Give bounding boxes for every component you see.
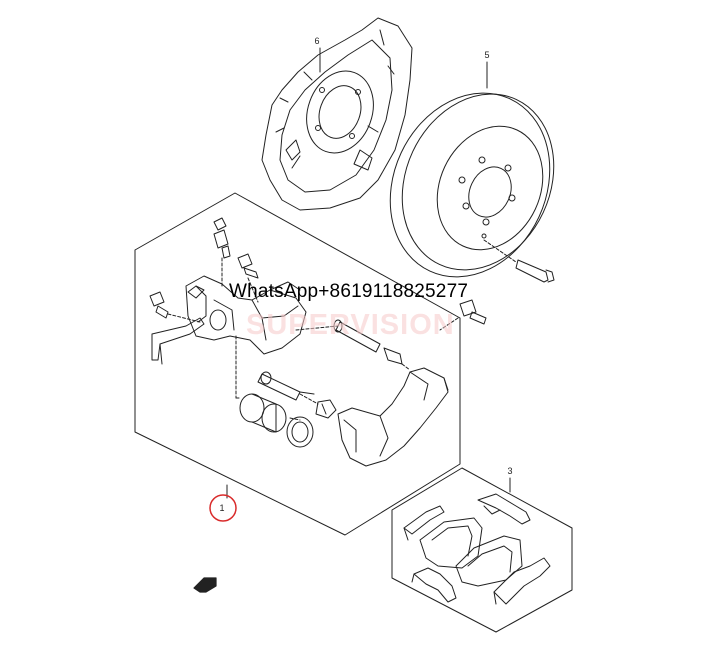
caliper-bracket [337,367,449,467]
caliper-assembly-frame [134,192,461,536]
caliper-body [185,275,307,355]
upper-bolt [237,253,259,279]
leader-disc-screw [483,239,517,263]
piston-seal [286,416,314,448]
callout-1: 1 [219,503,224,513]
left-bolt [149,291,169,319]
lower-slide-pin [257,371,315,401]
callout-3: 3 [507,466,512,476]
brake-pad-inner [419,517,483,569]
highlight-circle [209,494,237,522]
bleeder-screw [213,217,231,259]
assembly-leaders [167,257,459,421]
pad-shim-lower [493,557,551,605]
pad-clip-top [477,493,531,525]
contact-watermark: WhatsApp+8619118825277 [229,281,469,302]
parking-lever [151,317,205,365]
pad-set-frame [391,467,573,633]
brake-disc-part [389,92,555,278]
right-bolt [459,299,487,325]
brand-watermark: SUPERVISION [246,309,455,341]
pad-shim-upper [403,505,445,541]
brake-pad-outer [455,535,523,587]
disc-screw [515,259,555,283]
callout-5: 5 [484,50,489,60]
callout-6: 6 [314,36,319,46]
pin-boot [315,399,337,419]
caliper-piston [239,393,287,433]
pad-clip-left [411,567,457,603]
front-arrow-icon [193,577,217,593]
dust-cover-part [261,17,413,211]
